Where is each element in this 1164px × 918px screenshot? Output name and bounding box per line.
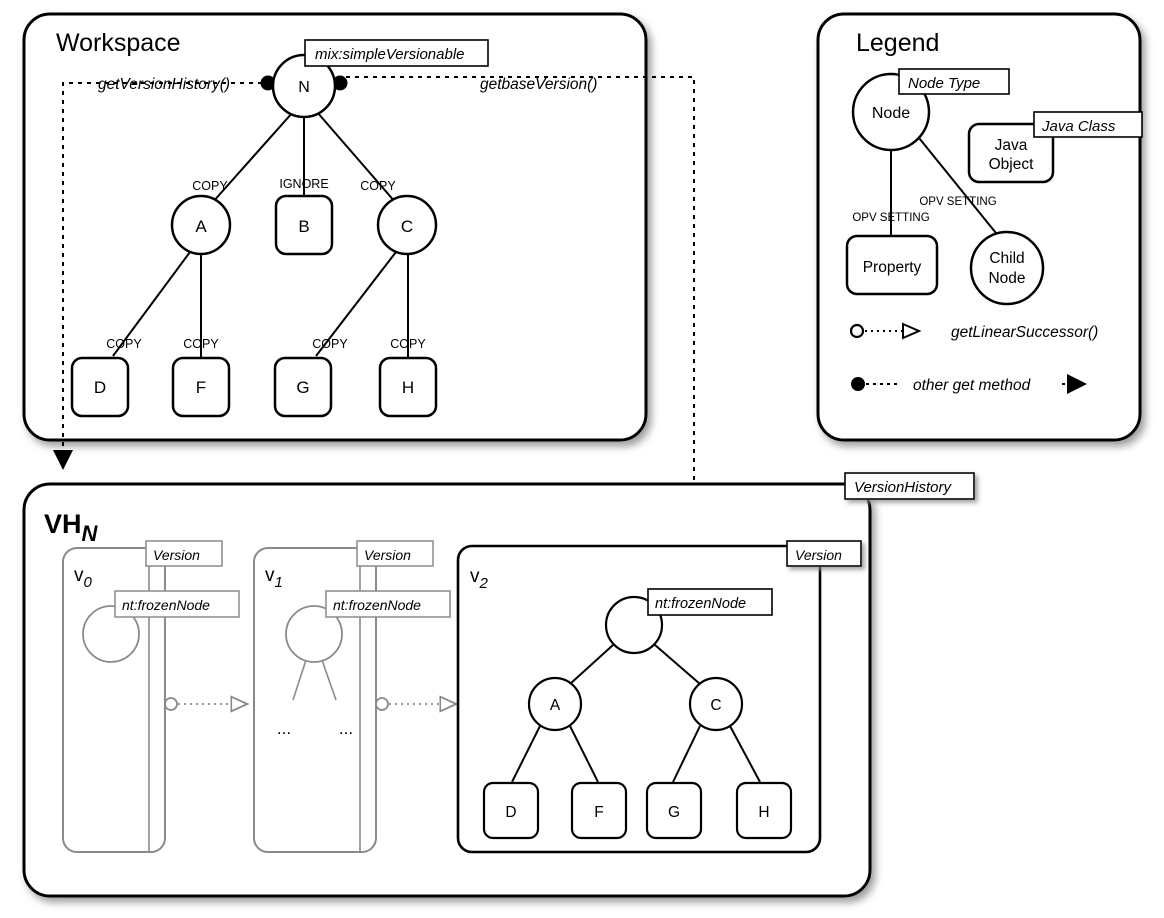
workspace-panel: Workspace [22,12,648,442]
legend-property-label: Property [863,259,922,276]
version-v0-label: v0 [74,565,93,591]
frozen-v0-label: nt:frozenNode [122,597,210,613]
hollow-triangle-icon [902,322,922,340]
linear-successor-v0-v1 [164,698,232,710]
edge-label-copy-c: COPY [360,179,396,193]
node-g-label: G [296,378,309,397]
edge-label-copy-d: COPY [106,337,142,351]
version-panel-v0: v0 [62,547,166,853]
legend-node-label: Node [872,105,910,122]
legend-key-other-get-method-label: other get method [913,377,1032,394]
callout-frozen-v0: nt:frozenNode [114,590,240,618]
v2-node-c-label: C [710,697,721,714]
legend-key-linear-successor-label: getLinearSuccessor() [951,324,1098,341]
v0-frozen-root-node [82,605,140,663]
legend-java-object-line2: Object [989,156,1034,173]
v1-ellipsis-left: ... [277,719,291,738]
v1-ellipsis-right: ... [339,719,353,738]
workspace-node-c[interactable]: C [376,194,438,256]
legend-key-linear-successor: getLinearSuccessor() [849,322,1098,341]
v1-frozen-root-node [285,605,343,663]
workspace-node-d[interactable]: D [70,356,130,418]
filled-circle-icon [851,377,865,391]
filled-circle-marker-right [332,75,348,91]
callout-frozen-v1: nt:frozenNode [325,590,451,618]
callout-version-v0: Version [145,540,223,567]
node-c-label: C [401,217,413,236]
node-f-label: F [196,378,206,397]
workspace-edge-labels: COPY IGNORE COPY COPY COPY COPY COPY [106,177,426,351]
edge-label-copy-f: COPY [183,337,219,351]
callout-version-v2: Version [786,540,862,567]
get-version-history-connector: getVersionHistory() [53,75,276,470]
v2-node-d-label: D [505,804,516,821]
v2-node-a-label: A [550,697,561,714]
workspace-title: Workspace [56,29,181,57]
edge-label-copy-a: COPY [192,179,228,193]
node-b-label: B [298,217,309,236]
workspace-node-g[interactable]: G [273,356,333,418]
v2-node-g[interactable]: G [645,781,703,840]
open-circle-icon [849,323,865,339]
get-version-history-label: getVersionHistory() [98,76,230,93]
legend-java-object: Java Object [967,122,1055,184]
filled-circle-marker-left [260,75,276,91]
legend-child-node-line2: Node [988,270,1025,287]
version-v2-label: v2 [470,566,489,592]
callout-version-history: VersionHistory [844,472,975,500]
workspace-tree-edges [112,111,409,358]
mix-simpleversionable-label: mix:simpleVersionable [315,46,465,63]
v2-node-d[interactable]: D [482,781,540,840]
legend-property: Property [845,234,939,296]
java-class-label: Java Class [1041,118,1116,135]
callout-frozen-v2: nt:frozenNode [647,588,773,616]
get-base-version-label: getbaseVersion() [480,76,597,93]
version-history-title: VHN [44,509,99,546]
edge-label-copy-h: COPY [390,337,426,351]
edge-label-copy-g: COPY [312,337,348,351]
node-d-label: D [94,378,106,397]
version-history-callout-label: VersionHistory [854,479,952,496]
v2-node-h-label: H [758,804,769,821]
v2-tree-edges [511,644,761,783]
v2-node-c[interactable]: C [688,676,744,732]
node-n-label: N [298,79,310,96]
callout-node-type: Node Type [898,68,1010,95]
node-a-label: A [195,217,207,236]
workspace-node-h[interactable]: H [378,356,438,418]
frozen-v2-label: nt:frozenNode [655,596,746,612]
edge-label-ignore-b: IGNORE [279,177,328,191]
legend-child-node-line1: Child [989,250,1024,267]
node-type-label: Node Type [908,75,980,92]
legend-childnode-edge-label: OPV SETTING [919,196,996,208]
callout-java-class: Java Class [1033,111,1143,138]
version-v2-callout-label: Version [795,547,842,563]
legend-child-node: Child Node [969,230,1045,306]
legend-title: Legend [856,29,939,57]
version-panel-v1: v1 ... ... [253,547,377,853]
callout-version-v1: Version [356,540,434,567]
workspace-node-b[interactable]: B [274,194,334,256]
callout-mix-simpleversionable: mix:simpleVersionable [304,39,489,67]
v2-node-f[interactable]: F [570,781,628,840]
legend-edges [890,132,1001,239]
version-v1-label: v1 [265,565,283,591]
v2-node-f-label: F [594,804,603,821]
version-v0-callout-label: Version [153,547,200,563]
workspace-node-f[interactable]: F [171,356,231,418]
frozen-v1-label: nt:frozenNode [333,597,421,613]
v2-node-a[interactable]: A [527,676,583,732]
node-h-label: H [402,378,414,397]
workspace-node-n[interactable]: N [271,53,337,119]
linear-successor-v1-v2 [375,698,441,710]
v2-node-h[interactable]: H [735,781,793,840]
workspace-node-a[interactable]: A [170,194,232,256]
legend-key-other-get-method: other get method [851,374,1087,394]
legend-java-object-line1: Java [995,137,1028,154]
version-panel-v2: v2 [456,544,822,854]
get-base-version-connector: getbaseVersion() [332,75,704,551]
v2-node-g-label: G [668,804,680,821]
version-v1-callout-label: Version [364,547,411,563]
legend-property-edge-label: OPV SETTING [852,212,929,224]
